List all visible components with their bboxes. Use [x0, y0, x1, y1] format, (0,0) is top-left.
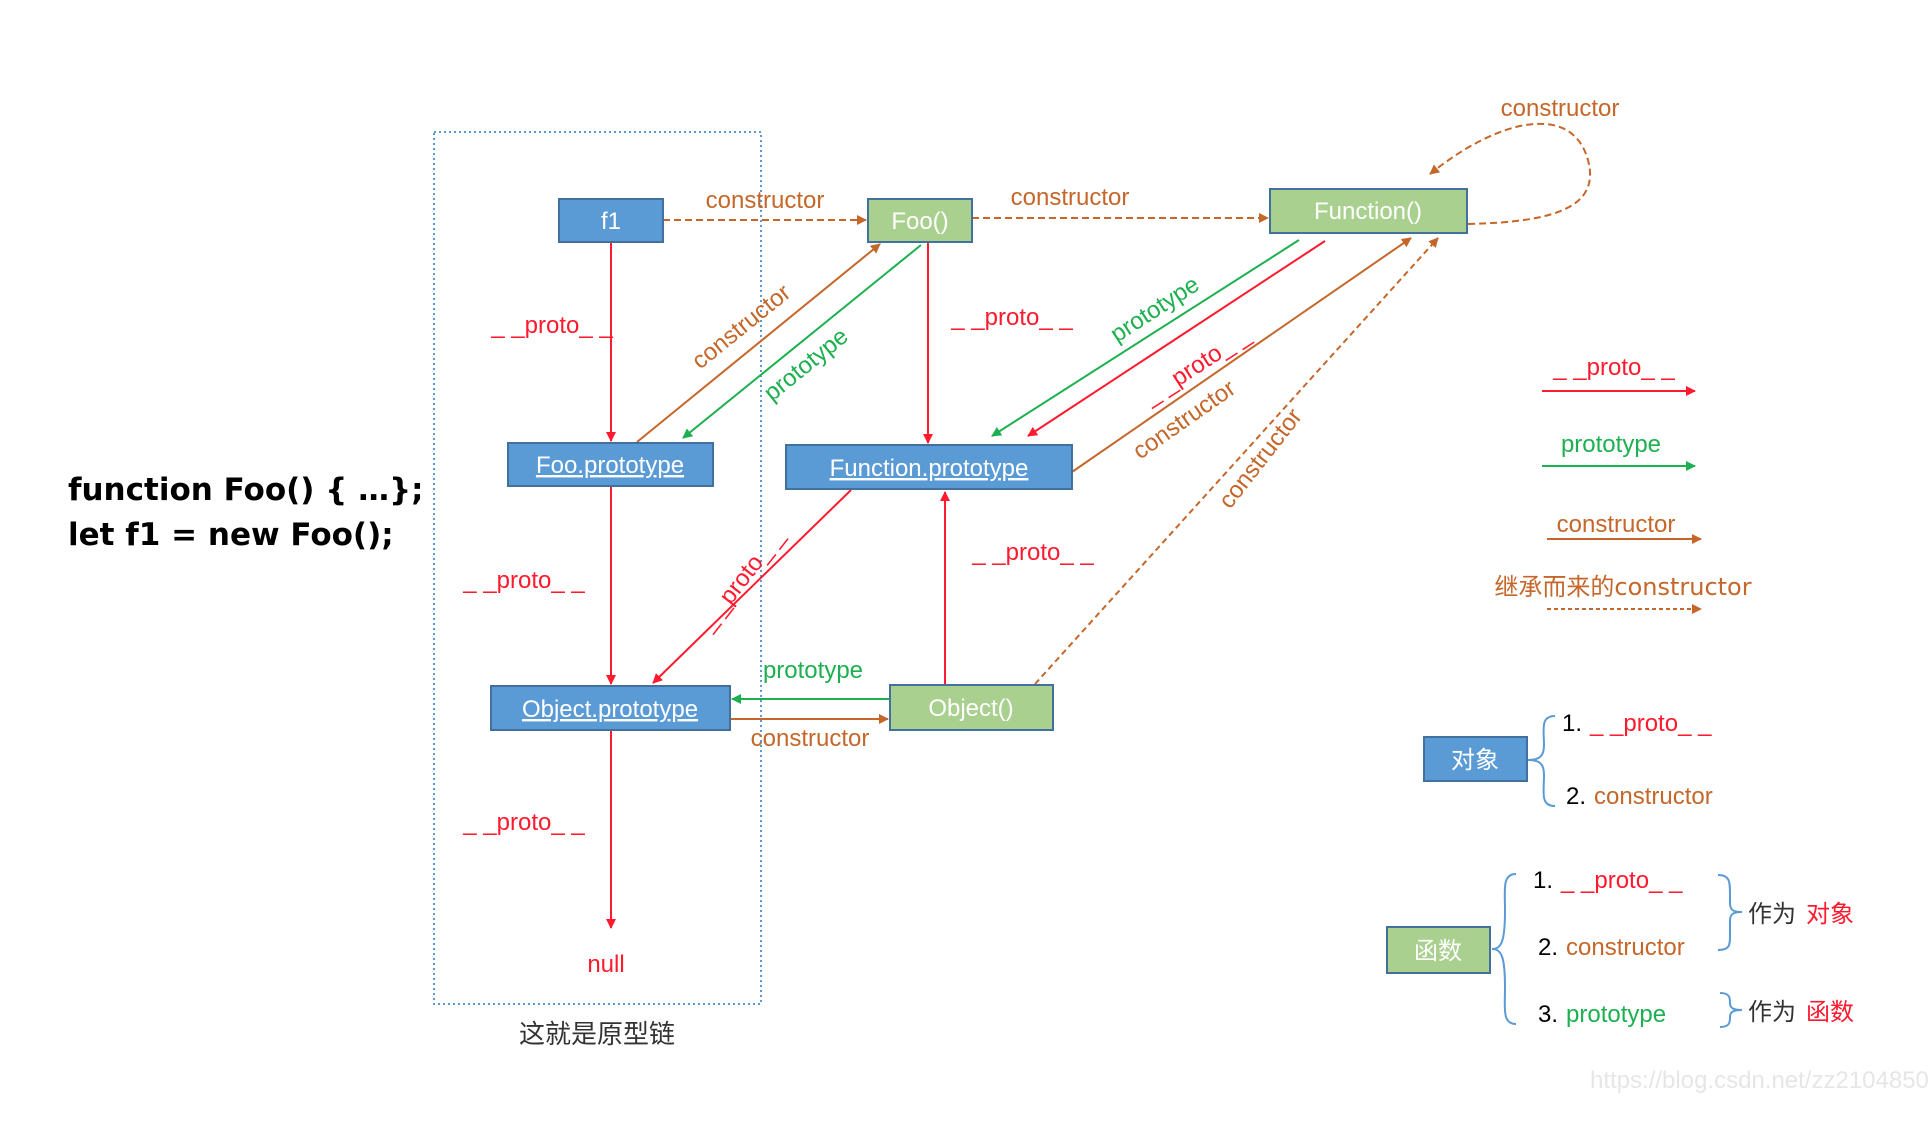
label-objectproto-proto: _ _proto_ _: [462, 809, 585, 836]
node-null: null: [587, 951, 624, 978]
label-object-proto: _ _proto_ _: [971, 539, 1094, 566]
object-summary-item-1-num: 1.: [1562, 710, 1582, 737]
edge-foo-prototype: [682, 244, 922, 439]
watermark: https://blog.csdn.net/zz21048506792: [1590, 1067, 1928, 1094]
edge-functionproto-constructor: [1071, 237, 1412, 473]
legend-proto-label: _ _proto_ _: [1552, 354, 1675, 381]
edge-function-self-constructor: [1429, 122, 1591, 225]
as-function-prefix: 作为: [1748, 998, 1796, 1026]
as-object-prefix: 作为: [1748, 900, 1796, 928]
label-fooproto-proto: _ _proto_ _: [462, 567, 585, 594]
label-object-inherited-constructor: constructor: [1213, 404, 1307, 514]
as-object-brace: [1717, 874, 1743, 951]
object-summary-title: 对象: [1451, 746, 1499, 774]
function-summary-box: [1386, 926, 1491, 974]
object-summary: 对象 1. _ _proto_ _ 2. constructor: [1423, 710, 1713, 810]
label-object-prototype: prototype: [763, 657, 863, 684]
object-summary-box: [1423, 736, 1528, 782]
function-summary-item-3: prototype: [1566, 1001, 1666, 1028]
node-foo-prototype: Foo.prototype: [507, 442, 714, 487]
label-objectproto-constructor: constructor: [751, 725, 870, 752]
function-summary-title: 函数: [1414, 937, 1462, 965]
function-summary-item-2: constructor: [1566, 934, 1685, 961]
node-foo-label: Foo(): [891, 208, 948, 235]
node-foo-prototype-label: Foo.prototype: [536, 452, 684, 479]
code-line-1: function Foo() { …};: [68, 472, 424, 508]
legend-inherited-constructor-label: 继承而来的constructor: [1494, 573, 1751, 601]
function-summary-item-1: _ _proto_ _: [1560, 867, 1683, 894]
as-object-word: 对象: [1806, 900, 1854, 928]
label-foo-constructor: constructor: [1011, 184, 1130, 211]
function-summary-item-3-num: 3.: [1538, 1001, 1558, 1028]
edge-function-prototype: [991, 239, 1300, 437]
function-summary-brace: [1491, 873, 1517, 1025]
node-function-constructor: Function(): [1269, 188, 1468, 234]
node-object-prototype-label: Object.prototype: [522, 696, 698, 723]
legend-constructor-label: constructor: [1557, 511, 1676, 538]
node-foo: Foo(): [867, 198, 973, 243]
edge-object-inherited-constructor: [1034, 237, 1439, 685]
edge-function-proto: [1027, 240, 1326, 437]
as-function-brace: [1719, 992, 1743, 1028]
legend: _ _proto_ _ prototype constructor 继承而来的c…: [1494, 354, 1752, 614]
label-f1-constructor: constructor: [706, 187, 825, 214]
prototype-chain-box: [433, 131, 762, 1005]
node-f1-label: f1: [601, 208, 621, 235]
function-summary-item-1-num: 1.: [1533, 867, 1553, 894]
label-foo-proto: _ _proto_ _: [950, 304, 1073, 331]
code-line-2: let f1 = new Foo();: [68, 517, 394, 553]
edge-functionproto-proto: [652, 489, 852, 684]
node-object-prototype: Object.prototype: [490, 685, 731, 731]
node-function-constructor-label: Function(): [1314, 198, 1422, 225]
node-object-constructor: Object(): [889, 684, 1054, 731]
edge-fooproto-constructor: [636, 243, 881, 443]
function-summary: 函数 1. _ _proto_ _ 2. constructor 3. prot…: [1386, 867, 1854, 1028]
label-function-self-constructor: constructor: [1501, 95, 1620, 122]
function-summary-item-2-num: 2.: [1538, 934, 1558, 961]
object-summary-item-1: _ _proto_ _: [1589, 710, 1712, 737]
node-f1: f1: [558, 198, 664, 243]
object-summary-item-2-num: 2.: [1566, 783, 1586, 810]
node-function-prototype: Function.prototype: [785, 444, 1073, 490]
label-functionproto-proto: _ _proto_ _: [693, 523, 790, 637]
legend-prototype-label: prototype: [1561, 431, 1661, 458]
object-summary-item-2: constructor: [1594, 783, 1713, 810]
as-function-word: 函数: [1806, 998, 1854, 1026]
node-object-constructor-label: Object(): [928, 695, 1013, 722]
prototype-chain-caption: 这就是原型链: [519, 1020, 675, 1050]
label-f1-proto: _ _proto_ _: [490, 312, 613, 339]
object-summary-brace: [1527, 715, 1556, 807]
node-function-prototype-label: Function.prototype: [830, 455, 1029, 482]
